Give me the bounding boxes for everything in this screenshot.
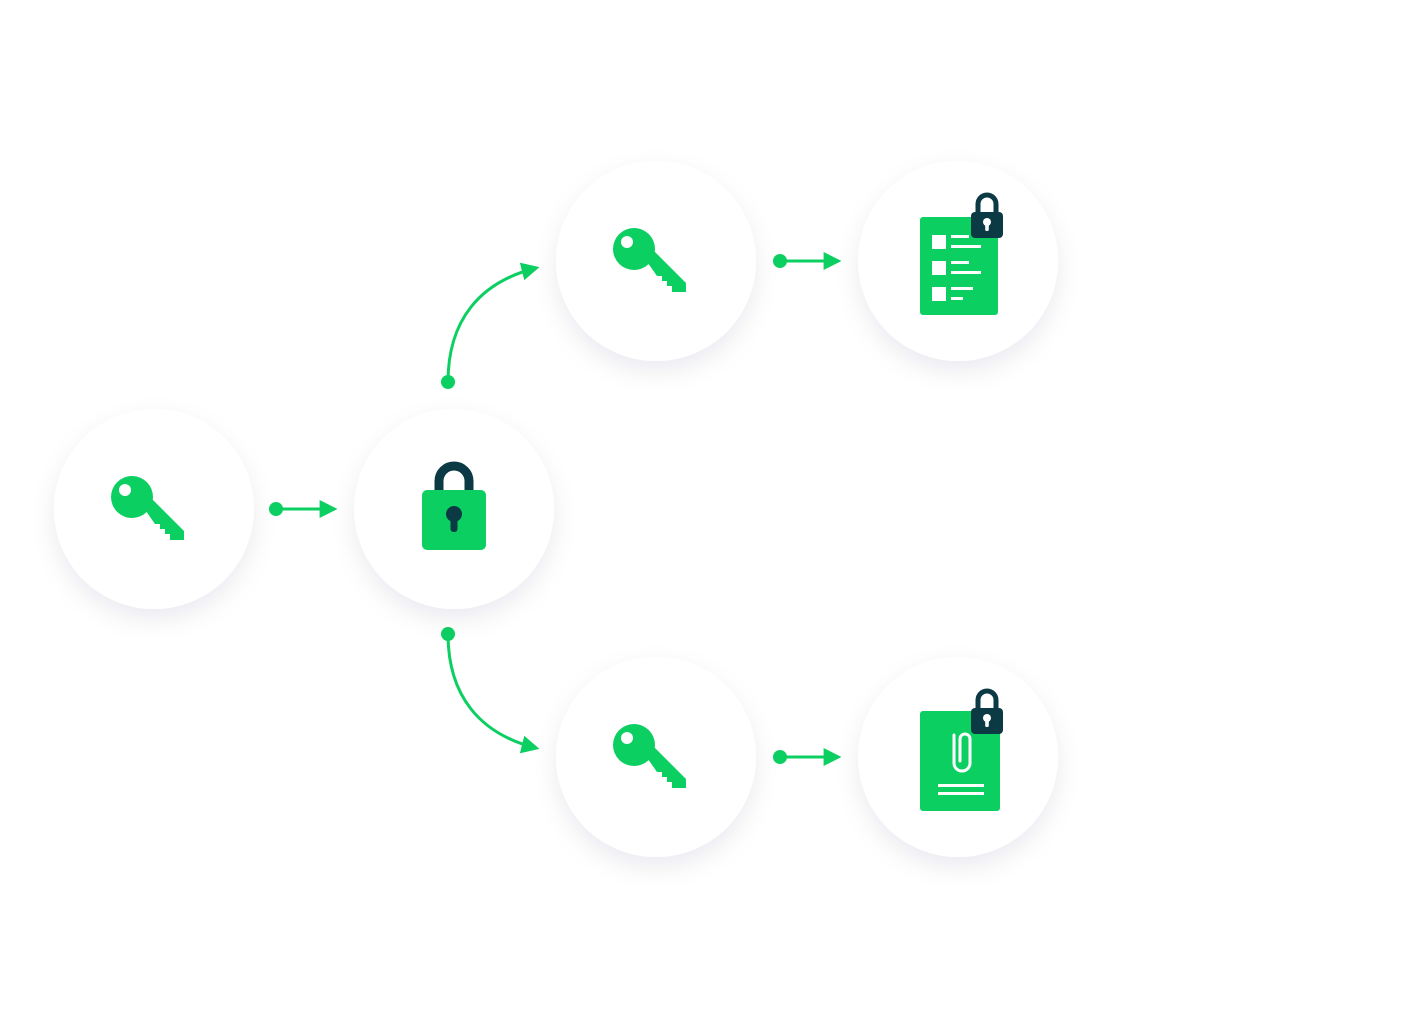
node-derived-key-top xyxy=(556,161,756,361)
node-encrypted-attachment-document xyxy=(858,657,1058,857)
list-document-icon xyxy=(920,217,998,315)
node-master-lock xyxy=(354,409,554,609)
arrow-top-key-to-list-document xyxy=(773,252,842,270)
node-encrypted-list-document xyxy=(858,161,1058,361)
arrow-lock-to-top-key xyxy=(441,262,540,389)
node-derived-key-bottom xyxy=(556,657,756,857)
attachment-document-icon xyxy=(920,711,1000,811)
arrow-master-key-to-lock xyxy=(269,500,338,518)
node-master-key xyxy=(54,409,254,609)
nodes xyxy=(54,161,1058,857)
arrow-lock-to-bottom-key xyxy=(441,627,540,754)
arrow-bottom-key-to-attachment-document xyxy=(773,748,842,766)
connectors xyxy=(269,252,842,766)
paperclip-icon xyxy=(952,732,972,773)
padlock-icon xyxy=(422,461,486,550)
